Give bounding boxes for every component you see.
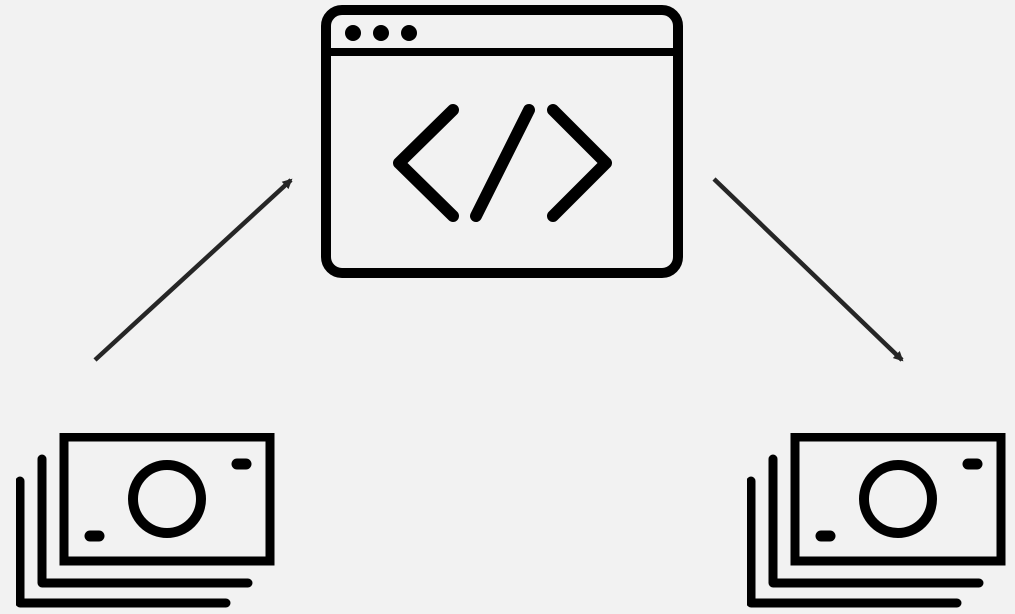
flow-arrow [93, 178, 293, 362]
code-window-icon [321, 5, 683, 278]
flow-arrow [712, 177, 904, 362]
money-stack-icon [751, 437, 1001, 603]
money-stack-icon [20, 437, 270, 603]
